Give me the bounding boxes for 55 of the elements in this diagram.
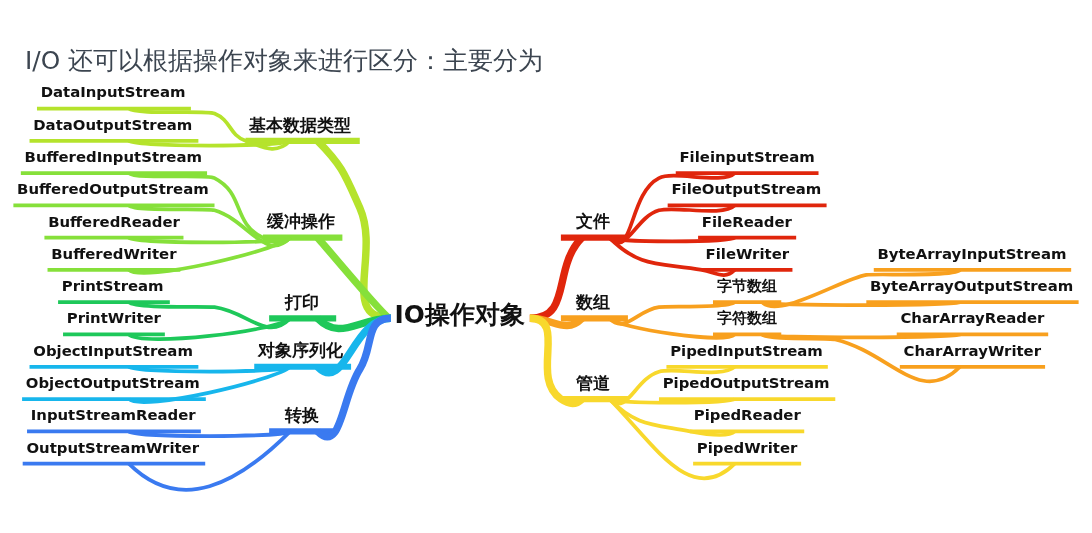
node-text: 文件: [576, 210, 611, 231]
node-text: PipedReader: [693, 405, 801, 424]
node-text: 基本数据类型: [249, 114, 352, 134]
node-text: BufferedOutputStream: [17, 179, 209, 198]
node-text: 管道: [576, 372, 611, 393]
node-text: BufferedInputStream: [24, 147, 202, 166]
diagram-title: I/O 还可以根据操作对象来进行区分：主要分为: [24, 45, 544, 75]
node-text: ByteArrayInputStream: [877, 244, 1067, 263]
connector: [127, 429, 292, 491]
node-text: PipedWriter: [696, 438, 798, 457]
node-text: 缓冲操作: [266, 210, 335, 231]
connector: [529, 314, 585, 407]
node-text: OutputStreamWriter: [26, 438, 200, 457]
node-text: InputStreamReader: [30, 405, 196, 424]
node-text: CharArrayReader: [900, 308, 1045, 327]
node-text: FileWriter: [705, 244, 790, 263]
connector: [128, 170, 292, 245]
node-text: DataInputStream: [40, 82, 186, 101]
node-text: 字节数组: [716, 276, 777, 295]
connector: [128, 300, 292, 329]
node-text: PipedOutputStream: [662, 373, 830, 392]
connector: [128, 364, 292, 404]
connector: [128, 364, 291, 373]
node-text: FileinputStream: [679, 147, 815, 166]
connector: [128, 106, 292, 151]
node-text: PipedInputStream: [670, 341, 823, 360]
node-text: FileOutputStream: [671, 179, 822, 198]
connector: [128, 235, 292, 275]
node-text: BufferedWriter: [51, 244, 177, 263]
connector: [761, 332, 961, 339]
node-text: CharArrayWriter: [903, 341, 1042, 360]
node-text: 字符数组: [716, 308, 777, 327]
node-text: DataOutputStream: [33, 115, 193, 134]
connector: [608, 235, 736, 277]
node-text: ByteArrayOutputStream: [870, 276, 1074, 295]
node-text: 打印: [284, 291, 319, 312]
connector: [128, 203, 292, 247]
node-text: ObjectOutputStream: [25, 373, 200, 392]
node-text: 数组: [576, 291, 611, 312]
node-text: PrintWriter: [66, 308, 161, 327]
connector: [608, 397, 736, 437]
node-text: 转换: [284, 404, 319, 425]
connector: [761, 267, 961, 308]
node-text: BufferedReader: [48, 212, 180, 231]
connector: [128, 138, 291, 147]
node-text: 对象序列化: [257, 339, 343, 360]
connector: [315, 314, 392, 440]
connector: [761, 299, 961, 307]
node-text: PrintStream: [61, 276, 164, 295]
node-text: ObjectInputStream: [33, 341, 193, 360]
connector: [608, 300, 736, 326]
connector: [607, 397, 736, 480]
node-text: IO操作对象: [394, 299, 525, 329]
node-text: FileReader: [701, 212, 792, 231]
connector: [761, 332, 962, 383]
